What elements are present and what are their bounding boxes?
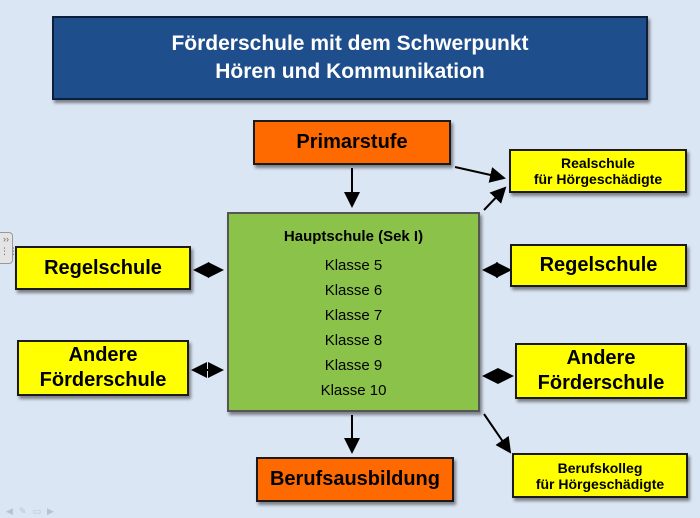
class-item: Klasse 10 — [320, 382, 387, 399]
next-icon[interactable]: ▶ — [46, 506, 60, 516]
andere-left-line-1: Andere — [68, 344, 138, 366]
node-berufsausbildung-label: Berufsausbildung — [269, 468, 440, 490]
node-andere-foerderschule-right: Andere Förderschule — [515, 343, 687, 399]
node-regelschule-right: Regelschule — [510, 244, 687, 287]
realschule-line-1: Realschule — [561, 155, 635, 171]
berufskolleg-line-1: Berufskolleg — [557, 459, 643, 476]
node-primarstufe-label: Primarstufe — [296, 131, 408, 153]
pen-icon[interactable]: ✎ — [18, 506, 33, 516]
class-item: Klasse 5 — [324, 257, 383, 274]
prev-icon[interactable]: ◀ — [6, 506, 19, 516]
node-primarstufe: Primarstufe — [253, 120, 451, 165]
node-regelschule-left-label: Regelschule — [44, 256, 162, 279]
title-line-2: Hören und Kommunikation — [215, 60, 485, 83]
diagram-title: Förderschule mit dem Schwerpunkt Hören u… — [52, 16, 648, 100]
node-berufsausbildung: Berufsausbildung — [256, 457, 454, 502]
andere-right-line-1: Andere — [566, 347, 636, 369]
hauptschule-heading: Hauptschule (Sek I) — [283, 228, 424, 245]
side-panel-toggle[interactable]: ››⋮⋮ — [0, 232, 18, 264]
realschule-line-2: für Hörgeschädigte — [533, 171, 663, 187]
andere-left-line-2: Förderschule — [39, 369, 167, 391]
arrow-hauptschule-to-realschule — [483, 186, 507, 211]
class-item: Klasse 6 — [324, 282, 383, 299]
expand-icon: ››⋮⋮ — [0, 234, 18, 256]
class-item: Klasse 7 — [324, 307, 383, 324]
node-andere-foerderschule-left: Andere Förderschule — [17, 340, 189, 396]
node-regelschule-right-label: Regelschule — [539, 254, 658, 276]
class-item: Klasse 8 — [324, 332, 383, 349]
slideshow-toolbar[interactable]: ◀✎▭▶ — [6, 506, 60, 517]
class-item: Klasse 9 — [324, 357, 383, 374]
menu-icon[interactable]: ▭ — [32, 506, 47, 516]
andere-right-line-2: Förderschule — [537, 372, 665, 394]
node-realschule: Realschule für Hörgeschädigte — [509, 149, 687, 193]
node-regelschule-left: Regelschule — [15, 246, 191, 290]
arrow-primarstufe-to-realschule — [454, 166, 506, 183]
berufskolleg-line-2: für Hörgeschädigte — [535, 475, 665, 492]
arrow-hauptschule-to-berufskolleg — [483, 413, 512, 454]
node-berufskolleg: Berufskolleg für Hörgeschädigte — [512, 453, 688, 498]
node-hauptschule: Hauptschule (Sek I) Klasse 5 Klasse 6 Kl… — [227, 212, 480, 412]
title-line-1: Förderschule mit dem Schwerpunkt — [171, 32, 529, 55]
